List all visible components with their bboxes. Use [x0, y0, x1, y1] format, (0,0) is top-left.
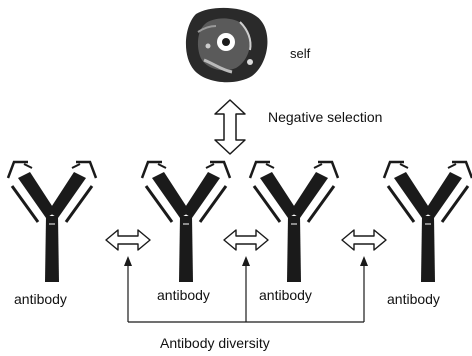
- self-cell-icon: [186, 8, 268, 82]
- antibody-label-1: antibody: [14, 291, 67, 307]
- antibody-label-3: antibody: [259, 287, 312, 303]
- antibody-diversity-label: Antibody diversity: [160, 335, 270, 351]
- antibody-label-2: antibody: [157, 287, 210, 303]
- antibody-2-icon: [142, 162, 230, 282]
- antibody-3-icon: [250, 162, 338, 282]
- double-arrow-2-icon: [224, 230, 268, 250]
- diversity-arrowheads: [124, 256, 368, 266]
- antibody-label-4: antibody: [387, 291, 440, 307]
- negative-selection-arrow-icon: [215, 100, 245, 154]
- antibody-1-icon: [8, 162, 96, 282]
- double-arrow-1-icon: [106, 230, 150, 250]
- negative-selection-label: Negative selection: [268, 109, 382, 125]
- self-label: self: [290, 46, 310, 62]
- antibody-4-icon: [384, 162, 472, 282]
- double-arrow-3-icon: [342, 230, 386, 250]
